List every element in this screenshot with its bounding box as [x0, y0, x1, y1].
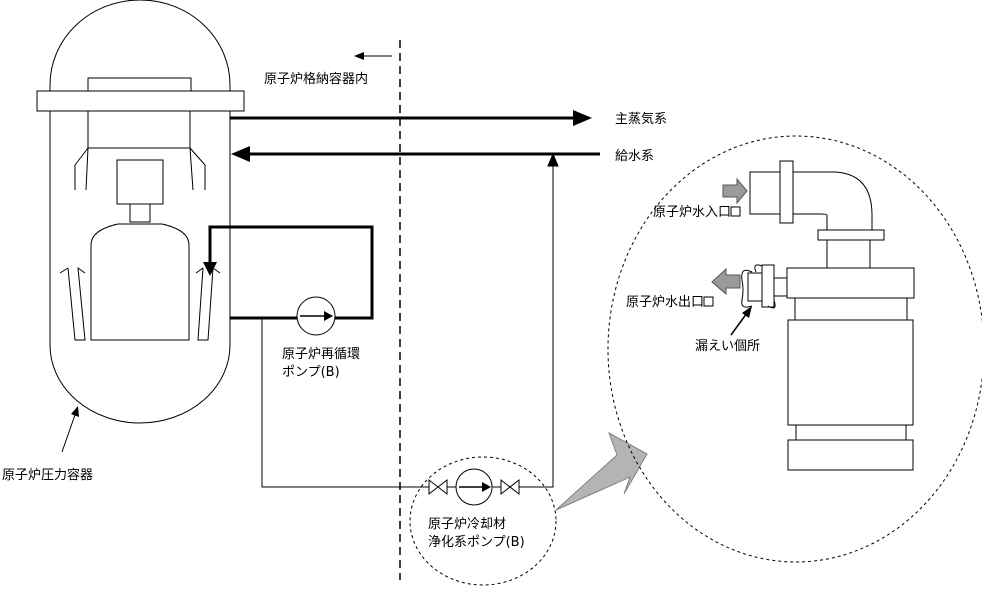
cleanup-valve-left	[428, 478, 448, 496]
leak-location-label: 漏えい個所	[695, 338, 760, 354]
pressure-vessel-pointer	[61, 411, 77, 453]
feedwater-label: 給水系	[615, 149, 654, 164]
containment-inside-arrow	[354, 52, 392, 60]
main-steam-line	[230, 110, 592, 126]
recirc-pump-label-1: 原子炉再循環	[282, 347, 360, 362]
cleanup-pump	[455, 468, 493, 506]
main-steam-label: 主蒸気系	[615, 111, 667, 127]
outlet-marker-square	[703, 296, 714, 307]
outlet-flow-arrow	[711, 267, 741, 296]
water-outlet-label: 原子炉水出口	[626, 295, 704, 310]
recirc-pump-label-2: ポンプ(B)	[282, 365, 340, 380]
cleanup-pump-highlight-circle	[409, 456, 557, 586]
water-inlet-label: 原子炉水入口	[653, 205, 731, 220]
cleanup-pump-label-1: 原子炉冷却材	[428, 517, 506, 532]
inlet-marker-square	[730, 206, 741, 217]
cleanup-system-line	[261, 152, 559, 488]
cleanup-pump-label-2: 浄化系ポンプ(B)	[428, 535, 525, 550]
cleanup-valve-right	[500, 478, 520, 496]
callout-arrow	[555, 431, 648, 511]
feedwater-line	[231, 146, 600, 162]
cleanup-pump-detail	[741, 160, 915, 471]
containment-inside-label: 原子炉格納容器内	[264, 71, 368, 87]
pressure-vessel-label: 原子炉圧力容器	[2, 467, 93, 483]
leak-pointer	[730, 306, 752, 336]
reactor-pressure-vessel	[36, 0, 245, 424]
recirculation-pump	[296, 296, 336, 336]
inlet-flow-arrow	[722, 177, 748, 205]
recirculation-loop	[203, 225, 374, 320]
detail-view-circle	[607, 135, 982, 563]
